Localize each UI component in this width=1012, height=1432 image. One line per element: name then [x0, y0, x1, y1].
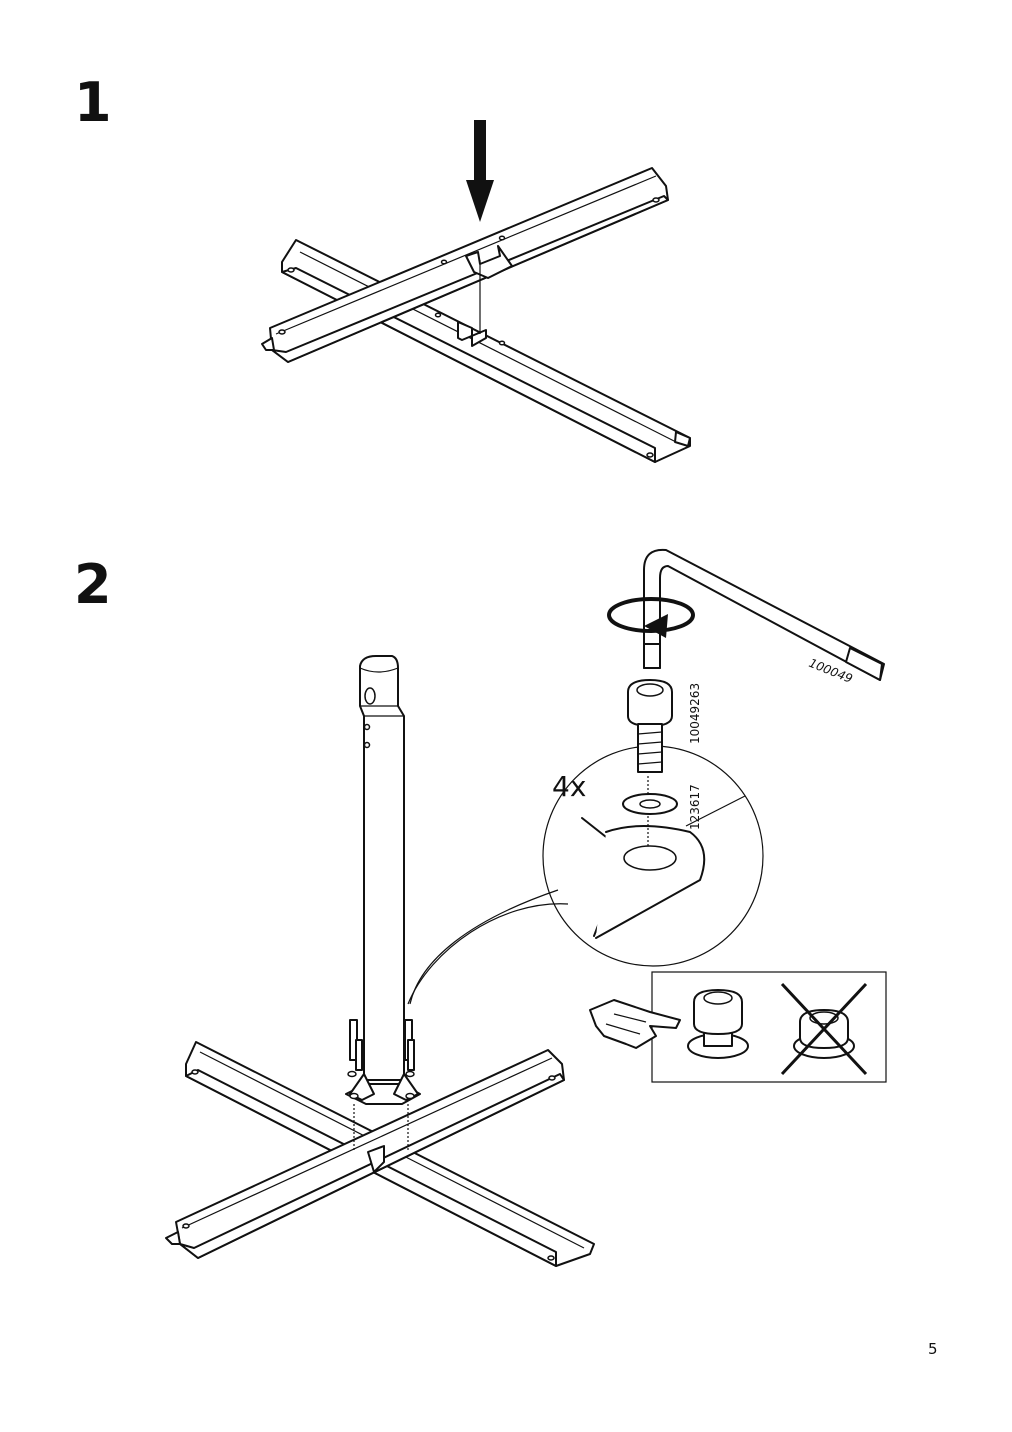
umbrella-pole: [345, 655, 421, 1105]
washer: [622, 793, 678, 815]
cross-base-beam-b: [165, 1049, 565, 1259]
hex-key: [643, 548, 885, 681]
tighten-hint-panel: [589, 971, 887, 1083]
bolt-code: 10049263: [688, 683, 702, 744]
step-1-illustration: [261, 120, 691, 463]
base-beam-upper: [261, 167, 669, 363]
washer-code: 123617: [688, 784, 702, 830]
hex-socket-bolt: [627, 679, 673, 773]
step-2-number: 2: [74, 553, 112, 616]
incorrect-bolt-icon: [780, 982, 868, 1076]
step-2-illustration: 4x 100049 10049263 123617: [165, 548, 887, 1267]
correct-bolt-icon: [687, 989, 749, 1059]
detail-callout: [407, 745, 764, 1005]
step-1-number: 1: [74, 71, 112, 134]
quantity-label: 4x: [552, 770, 586, 803]
rotate-arrow-icon: [607, 597, 695, 638]
bolts-above-base: [349, 1019, 415, 1150]
page-number: 5: [928, 1340, 938, 1358]
hand-icon: [589, 999, 681, 1049]
down-arrow-icon: [466, 120, 494, 222]
